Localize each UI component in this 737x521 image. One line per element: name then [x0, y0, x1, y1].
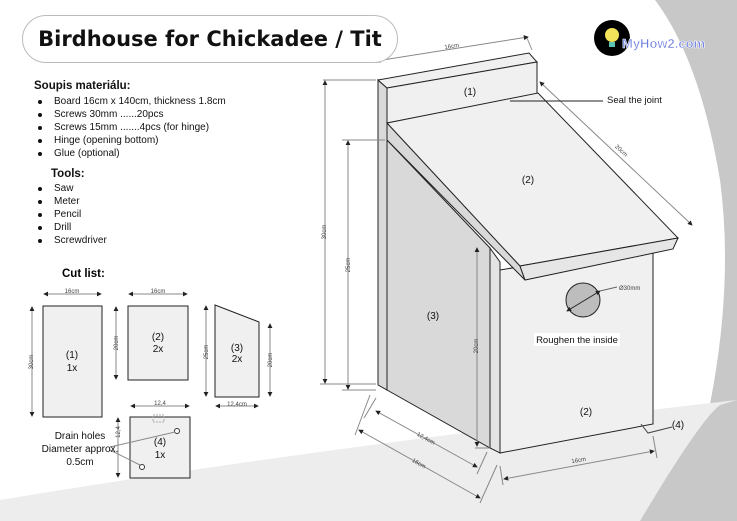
list-item: Board 16cm x 140cm, thickness 1.8cm	[34, 95, 226, 108]
list-item: Drill	[34, 221, 226, 234]
dimension-label: (4)	[154, 437, 166, 448]
dimension-label: Seal the joint	[607, 95, 662, 106]
dimension-label: 2x	[232, 354, 243, 365]
dimension-label: 1x	[155, 450, 166, 461]
background-grey-curve	[655, 0, 737, 521]
cut-part-1: 16cm 30cm (1) 1x	[29, 289, 103, 418]
dimension-label: 1x	[67, 363, 78, 374]
dimension-label: (1)	[66, 350, 78, 361]
drain-note-line: Drain holes	[54, 431, 106, 442]
dimension-label: Roughen the inside	[536, 335, 618, 346]
list-item: Meter	[34, 195, 226, 208]
list-item: Screws 15mm .......4pcs (for hinge)	[34, 121, 226, 134]
list-item: Glue (optional)	[34, 147, 226, 160]
dimension-label: 30cm	[29, 355, 35, 370]
materials-list: Soupis materiálu: Board 16cm x 140cm, th…	[34, 80, 226, 247]
list-item: Saw	[34, 182, 226, 195]
dimension-label: (1)	[464, 87, 476, 98]
dimension-label: 25cm	[204, 345, 210, 360]
list-item: Screws 30mm ......20pcs	[34, 108, 226, 121]
dimension-label: 12,4	[154, 401, 166, 407]
drain-holes-note: Drain holes Diameter approx. 0.5cm	[30, 430, 130, 469]
dimension-label: (2)	[522, 175, 534, 186]
dimension-label: (2)	[152, 332, 164, 343]
dimension-label: 30cm	[322, 225, 328, 240]
logo: MyHow2.com	[594, 20, 705, 56]
list-item: Hinge (opening bottom)	[34, 134, 226, 147]
drain-note-line: 0.5cm	[66, 457, 94, 468]
dimension-label: 20cm	[114, 336, 120, 351]
dimension-label: 16cm	[65, 289, 80, 295]
dimension-label: 2x	[153, 344, 164, 355]
cut-list-heading: Cut list:	[62, 268, 105, 280]
cut-part-3: 25cm 20cm 12,4cm (3) 2x	[203, 304, 274, 409]
materials-heading: Soupis materiálu:	[34, 80, 131, 92]
dimension-label: Ø30mm	[619, 286, 640, 292]
logo-text: MyHow2.com	[622, 36, 705, 51]
dimension-label: 20cm	[268, 353, 274, 368]
drain-note-line: Diameter approx.	[41, 444, 119, 455]
dimension-label: (3)	[427, 311, 439, 322]
dimension-label: (4)	[672, 420, 684, 431]
dimension-label: 20cm	[474, 339, 480, 354]
page-title: Birdhouse for Chickadee / Tit	[38, 27, 382, 51]
title-banner: Birdhouse for Chickadee / Tit	[22, 15, 398, 63]
cut-part-2: 16cm 20cm (2) 2x	[113, 289, 189, 381]
dimension-label: 12,4cm	[227, 402, 247, 408]
dimension-label: (2)	[580, 407, 592, 418]
dimension-label: 12,4	[116, 426, 122, 438]
dimension-label: 16cm	[444, 43, 459, 51]
dimension-label: 25cm	[346, 258, 352, 273]
birdhouse-assembly: 16cm 20cm 30cm 25cm 20cm 12,4cm 16cm 16c…	[320, 35, 693, 504]
tools-heading: Tools:	[51, 168, 85, 180]
dimension-label: 16cm	[151, 289, 166, 295]
cut-part-4: 12,4 12,4 (4) 1x	[109, 401, 191, 479]
dimension-label: 20cm	[613, 144, 628, 158]
dimension-label: 16cm	[571, 457, 586, 465]
dimension-label: (3)	[231, 343, 243, 354]
list-item: Screwdriver	[34, 234, 226, 247]
list-item: Pencil	[34, 208, 226, 221]
